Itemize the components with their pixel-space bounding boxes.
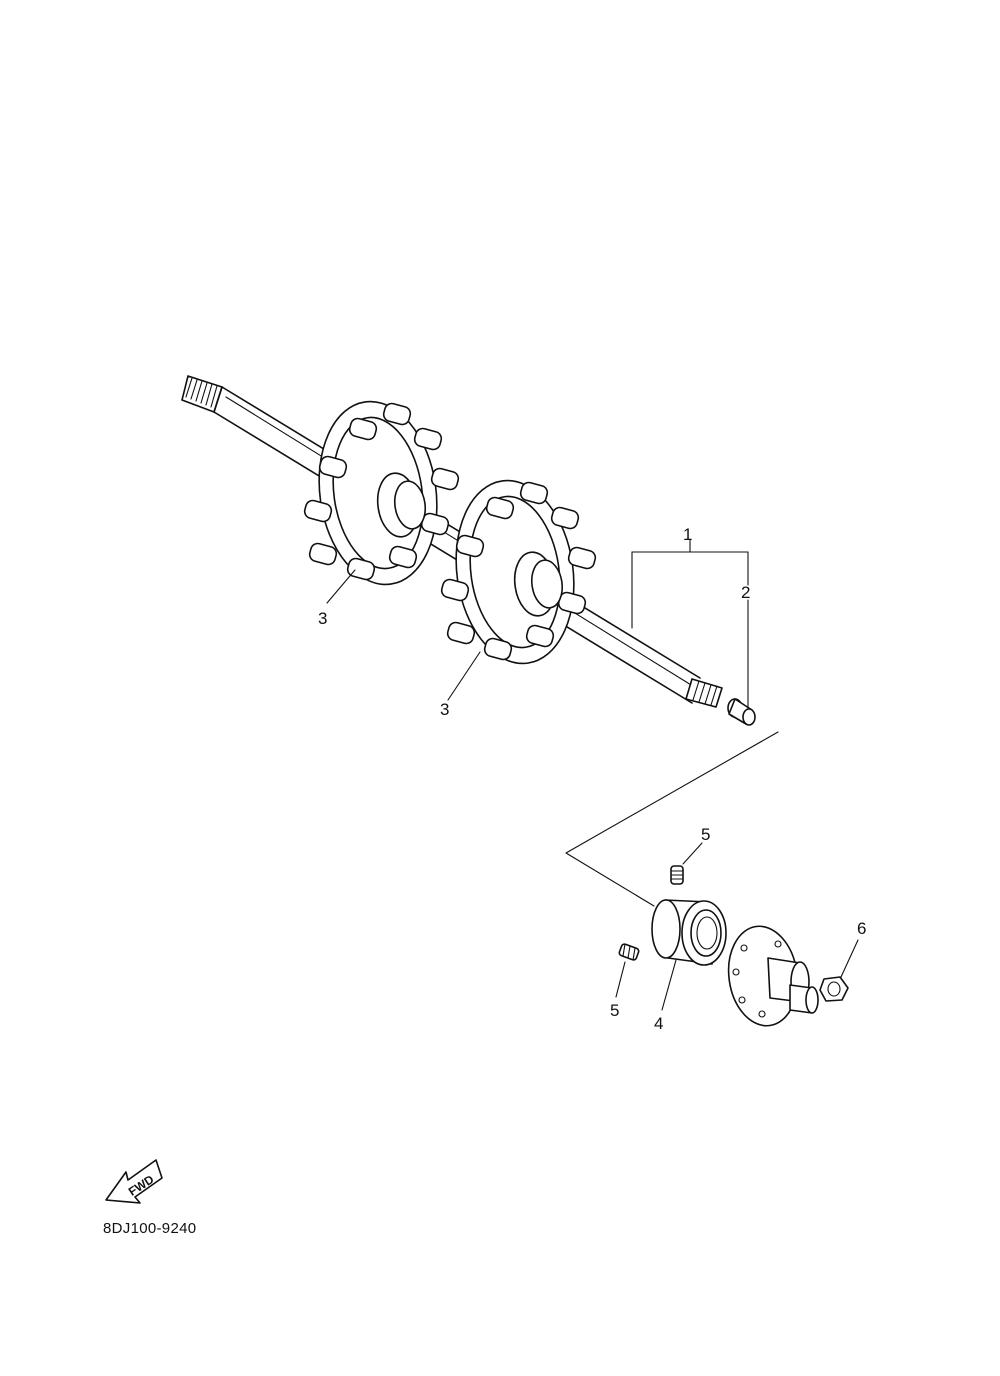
set-screw-top xyxy=(670,865,684,885)
drive-shaft xyxy=(181,375,723,708)
part-code: 8DJ100-9240 xyxy=(103,1220,197,1237)
callout-3-middle: 3 xyxy=(440,700,449,719)
callout-labels: 1 2 3 3 4 5 5 6 xyxy=(318,525,866,1033)
collar xyxy=(727,698,756,726)
bearing xyxy=(651,899,727,966)
hub-flange xyxy=(727,925,819,1027)
set-screw-bottom xyxy=(618,943,640,961)
sprocket-middle xyxy=(440,479,597,665)
callout-1: 1 xyxy=(683,525,692,544)
callout-5-bottom: 5 xyxy=(610,1001,619,1020)
callout-5-top: 5 xyxy=(701,825,710,844)
leader-lines xyxy=(326,539,859,1011)
fwd-arrow-icon: FWD xyxy=(105,1159,163,1204)
sprocket-left xyxy=(303,400,460,586)
callout-2: 2 xyxy=(741,583,750,602)
callout-4: 4 xyxy=(654,1014,663,1033)
callout-6: 6 xyxy=(857,919,866,938)
callout-3-left: 3 xyxy=(318,609,327,628)
nut xyxy=(819,976,849,1002)
